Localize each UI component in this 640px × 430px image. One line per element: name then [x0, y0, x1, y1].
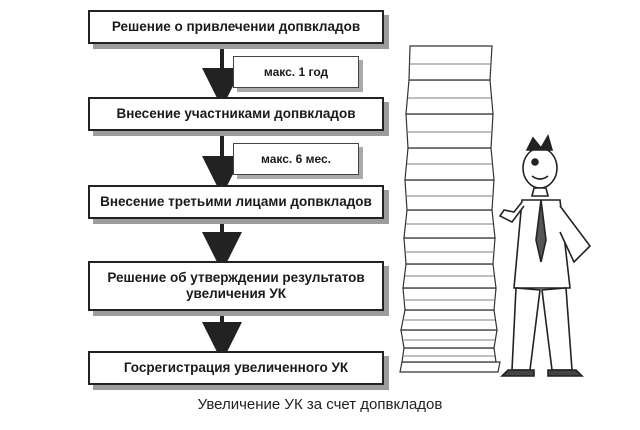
duration-label: макс. 1 год [263, 65, 329, 79]
step-state-registration: Госрегистрация увеличенного УК [88, 351, 384, 385]
step-label: Внесение участниками допвкладов [116, 106, 356, 121]
figure-caption: Увеличение УК за счет допвкладов [197, 396, 443, 413]
duration-max-6-months: макс. 6 мес. [233, 143, 359, 175]
step-approve-results: Решение об утверждении результатов увели… [88, 261, 384, 311]
step-label-line1: Решение об утверждении результатов [107, 270, 365, 285]
step-label: Решение о привлечении допвкладов [111, 19, 361, 34]
man-illustration [498, 133, 592, 377]
step-decision-contributions: Решение о привлечении допвкладов [88, 10, 384, 44]
duration-label: макс. 6 мес. [261, 152, 331, 166]
step-third-party-contributions: Внесение третьими лицами допвкладов [88, 185, 384, 219]
step-label: Внесение третьими лицами допвкладов [100, 194, 372, 209]
paper-stack-illustration [399, 45, 501, 373]
step-label-line2: увеличения УК [185, 286, 287, 301]
duration-max-1-year: макс. 1 год [233, 56, 359, 88]
step-participants-contributions: Внесение участниками допвкладов [88, 97, 384, 131]
step-label: Госрегистрация увеличенного УК [123, 360, 349, 375]
